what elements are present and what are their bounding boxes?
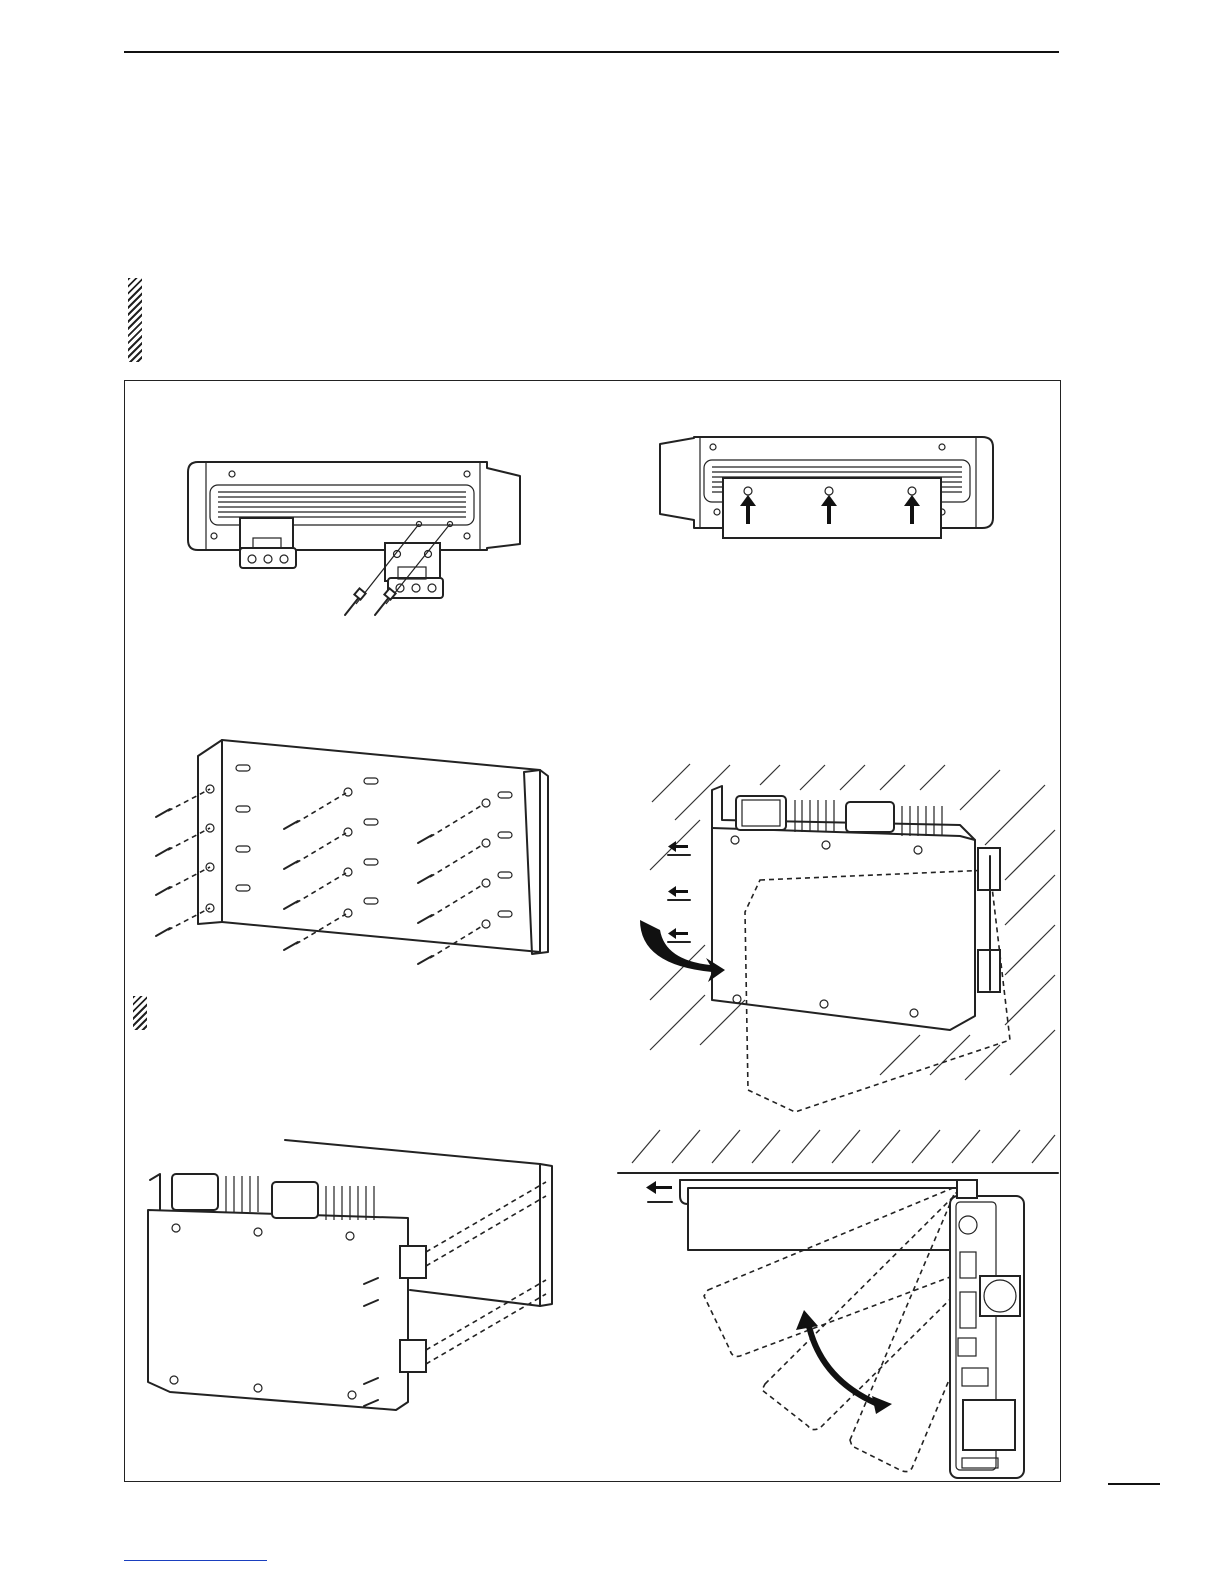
- hinge-top-view-figure: [618, 1130, 1058, 1478]
- rack-assembly-figure: [148, 1140, 552, 1410]
- bracket-attach-figure: [660, 437, 993, 538]
- rack-plate-figure: [156, 740, 548, 964]
- bracket-removal-figure: [188, 462, 520, 615]
- wall-mount-figure: [640, 764, 1055, 1112]
